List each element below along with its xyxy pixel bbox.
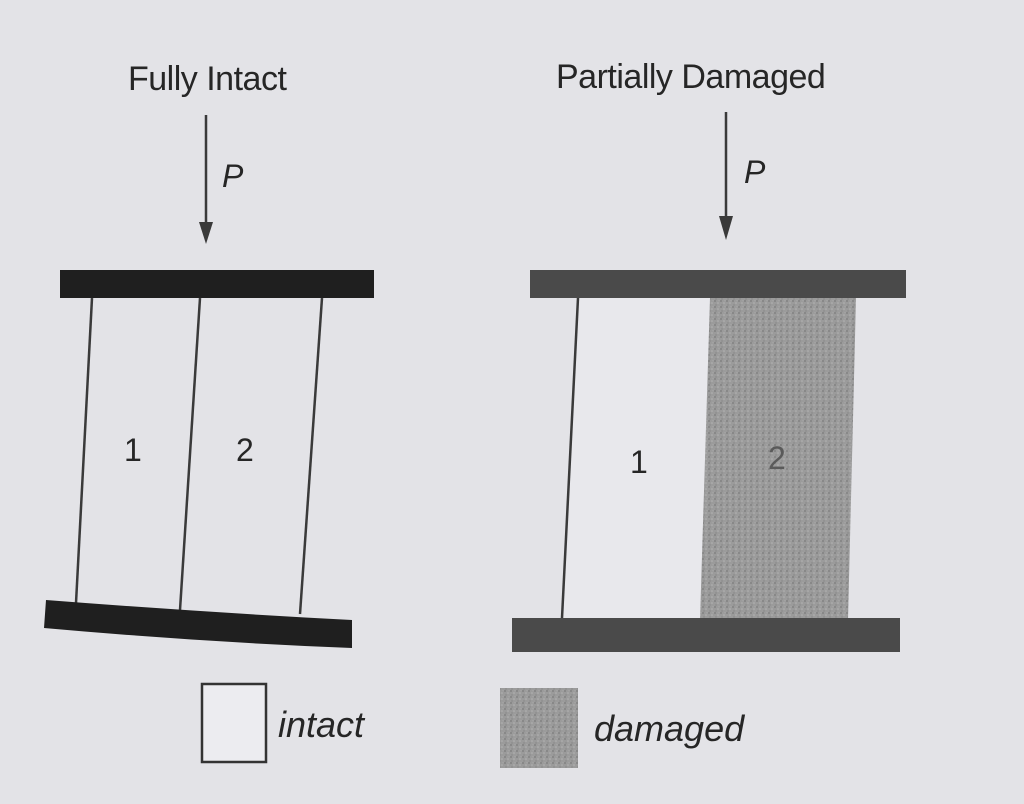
left-column-line [178,297,202,611]
panel-title-partially-damaged: Partially Damaged [556,58,826,96]
left-column-line [74,297,94,604]
damaged-swatch [500,688,578,768]
damaged-region [700,298,856,620]
fully-intact-panel [44,115,374,648]
right-load-arrow [719,112,733,240]
right-force-label: P [744,154,766,190]
legend [200,682,578,768]
intact-region [562,298,710,620]
legend-intact-label: intact [278,704,365,745]
intact-swatch [200,682,268,764]
left-column-line [298,297,324,615]
left-top-plate [60,270,374,298]
partially-damaged-panel [512,112,906,652]
left-columns [74,297,324,615]
left-column-1-label: 1 [124,432,142,468]
legend-damaged-label: damaged [594,708,745,749]
panel-title-fully-intact: Fully Intact [128,60,287,98]
right-bottom-plate [512,618,900,652]
left-force-label: P [222,158,244,194]
left-column-line [560,297,580,619]
right-column-2-label: 2 [768,440,786,476]
left-load-arrow [199,115,213,244]
left-bottom-plate [44,600,352,648]
left-column-2-label: 2 [236,432,254,468]
right-top-plate [530,270,906,298]
right-column-1-label: 1 [630,444,648,480]
